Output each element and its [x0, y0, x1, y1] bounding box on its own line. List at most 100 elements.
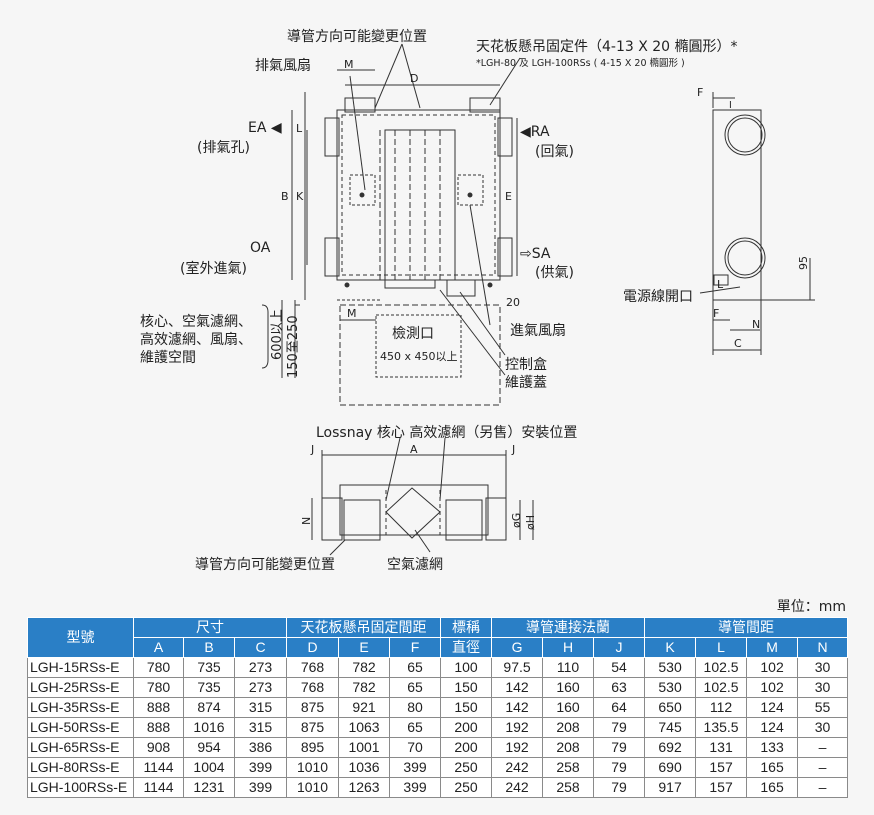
header-model: 型號 [27, 617, 134, 658]
ceiling-fixture-label: 天花板懸吊固定件（4-13 X 20 橢圓形）* [476, 39, 738, 55]
header-flange: 導管連接法蘭 [491, 617, 646, 638]
table-cell: 875 [286, 717, 340, 738]
header-F: F [389, 637, 442, 658]
table-cell: 650 [644, 697, 697, 718]
ea-label: EA ◀ [248, 120, 282, 136]
ceiling-fixture-note: *LGH-80 及 LGH-100RSs ( 4-15 X 20 橢圓形 ) [476, 58, 685, 69]
control-box-label: 控制盒 [505, 357, 547, 373]
table-cell: 131 [695, 737, 748, 758]
header-J: J [593, 637, 646, 658]
table-cell: 1001 [338, 737, 391, 758]
front-view-unit [311, 437, 534, 556]
table-cell: 135.5 [695, 717, 748, 738]
oa-label: OA [250, 240, 271, 256]
maintenance-cover-label: 維護蓋 [505, 375, 547, 391]
table-cell: 200 [440, 737, 493, 758]
side-view-unit [699, 92, 815, 355]
dim-F-side: F [713, 307, 720, 320]
header-N: N [797, 637, 849, 658]
header-L: L [695, 637, 748, 658]
unit-label: 單位：mm [776, 599, 846, 615]
table-cell: 1144 [133, 777, 184, 798]
header-M: M [746, 637, 799, 658]
header-K: K [644, 637, 697, 658]
air-filter-label: 空氣濾網 [387, 557, 443, 573]
table-cell: 250 [440, 757, 493, 778]
oa-desc: (室外進氣) [180, 261, 247, 277]
header-G: G [491, 637, 544, 658]
front-duct-direction-label: 導管方向可能變更位置 [195, 557, 335, 573]
table-cell: 124 [746, 717, 799, 738]
dim-M-bottom: M [347, 307, 357, 320]
table-cell: 921 [338, 697, 391, 718]
table-cell: 1063 [338, 717, 391, 738]
ra-desc: (回氣) [535, 144, 574, 160]
dim-B: B [281, 190, 289, 203]
table-cell: 65 [389, 677, 442, 698]
table-cell: 102 [746, 657, 799, 678]
table-cell: 399 [233, 757, 288, 778]
table-cell: 315 [233, 717, 288, 738]
table-cell: 112 [695, 697, 748, 718]
dim-G: øG [510, 512, 523, 528]
header-E: E [338, 637, 391, 658]
table-cell: 1036 [338, 757, 391, 778]
power-opening-label: 電源線開口 [623, 289, 693, 305]
header-pitch: 導管間距 [644, 617, 849, 638]
header-ceiling: 天花板懸吊固定間距 [286, 617, 442, 638]
spec-table: 型號 尺寸 天花板懸吊固定間距 標稱 導管連接法蘭 導管間距 A B C D E… [27, 617, 849, 798]
table-cell: 745 [644, 717, 697, 738]
table-cell: 780 [133, 657, 184, 678]
table-cell: 30 [797, 657, 849, 678]
table-cell: 386 [233, 737, 288, 758]
table-cell: 142 [491, 697, 544, 718]
table-cell: 65 [389, 657, 442, 678]
table-cell: 79 [593, 717, 646, 738]
model-cell: LGH-35RSs-E [27, 697, 134, 718]
table-cell: 530 [644, 657, 697, 678]
table-cell: 157 [695, 777, 748, 798]
table-cell: 908 [133, 737, 184, 758]
table-cell: 782 [338, 677, 391, 698]
table-cell: 150 [440, 697, 493, 718]
table-cell: 150 [440, 677, 493, 698]
table-cell: 1016 [183, 717, 235, 738]
table-cell: 768 [286, 657, 340, 678]
dim-N-front: N [300, 516, 313, 525]
table-cell: 735 [183, 677, 235, 698]
dim-I: I [729, 100, 732, 111]
exhaust-fan-label: 排氣風扇 [255, 58, 311, 74]
table-cell: 1010 [286, 777, 340, 798]
table-cell: 79 [593, 737, 646, 758]
table-cell: 1010 [286, 757, 340, 778]
dim-J-left: J [311, 443, 315, 456]
header-A: A [133, 637, 184, 658]
maintenance-space-line-3: 維護空間 [140, 350, 196, 366]
model-cell: LGH-80RSs-E [27, 757, 134, 778]
table-cell: 690 [644, 757, 697, 778]
table-cell: 954 [183, 737, 235, 758]
table-cell: 100 [440, 657, 493, 678]
table-cell: 242 [491, 777, 544, 798]
table-cell: 160 [542, 697, 595, 718]
table-cell: 192 [491, 717, 544, 738]
table-cell: 55 [797, 697, 849, 718]
sa-label: ⇨SA [520, 246, 551, 262]
table-cell: 54 [593, 657, 646, 678]
table-cell: 64 [593, 697, 646, 718]
table-cell: 782 [338, 657, 391, 678]
table-cell: 1004 [183, 757, 235, 778]
table-cell: 102 [746, 677, 799, 698]
model-cell: LGH-65RSs-E [27, 737, 134, 758]
table-cell: 63 [593, 677, 646, 698]
table-cell: – [797, 757, 849, 778]
dim-20: 20 [506, 296, 520, 309]
arrow-right-icon: ⇨ [520, 246, 532, 262]
table-cell: 30 [797, 717, 849, 738]
table-cell: 250 [440, 777, 493, 798]
